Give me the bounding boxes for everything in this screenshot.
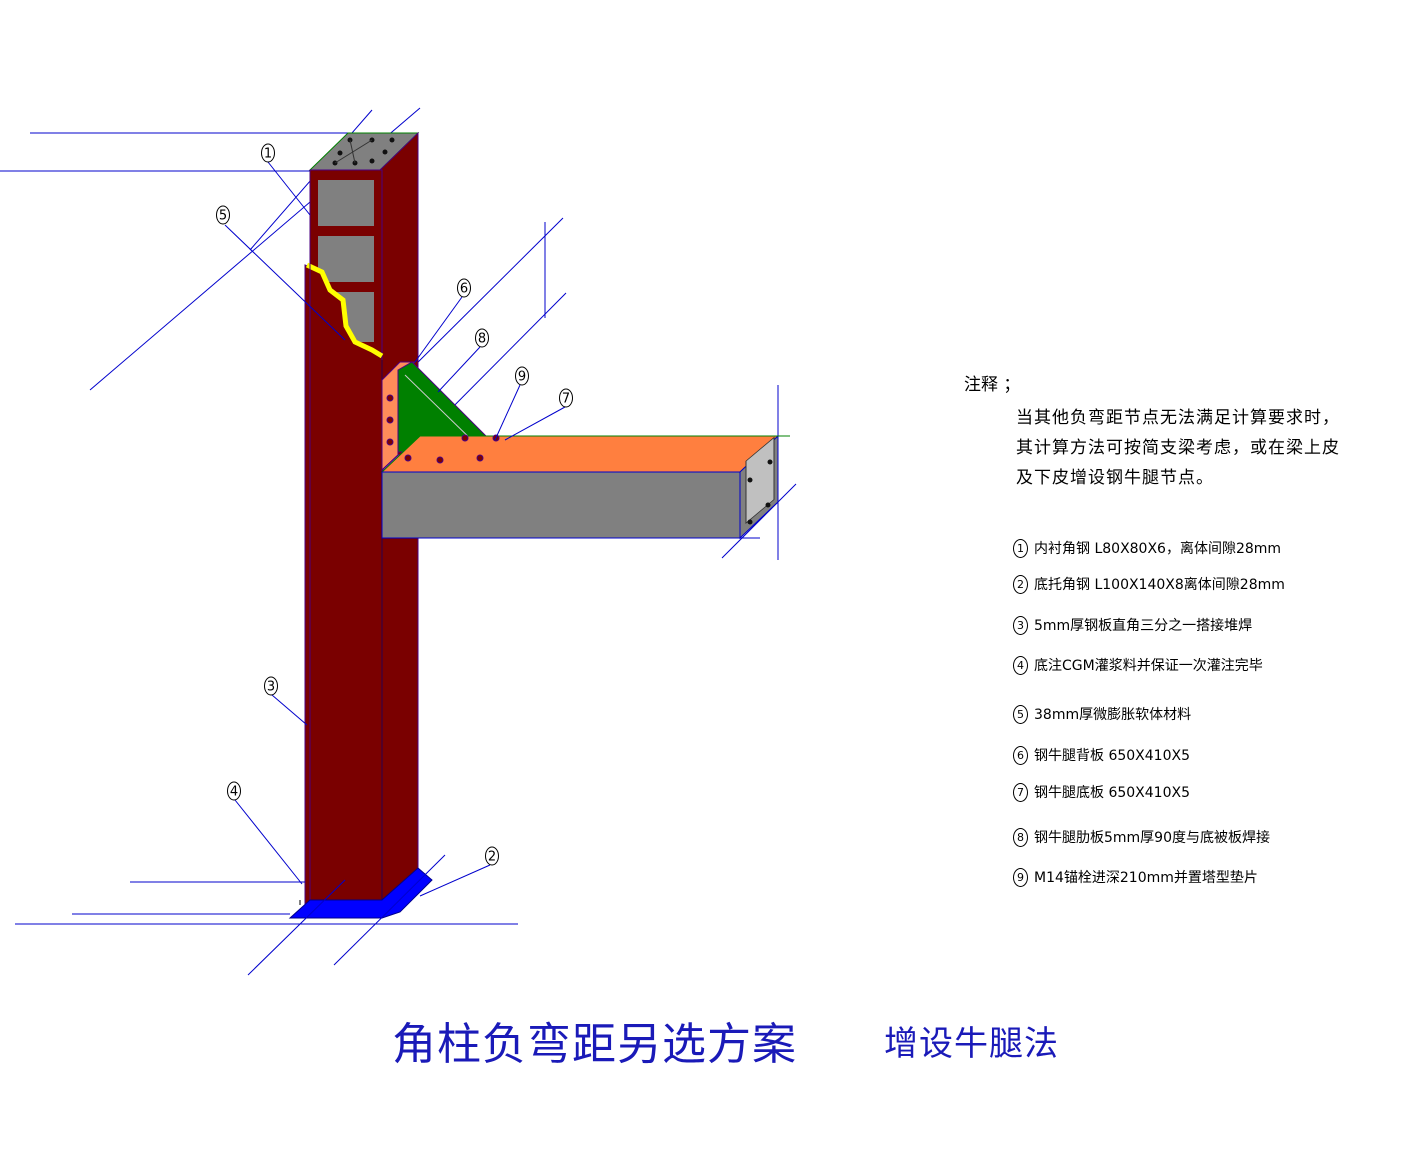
callout-circle <box>264 676 278 696</box>
beam-side-face <box>381 471 741 539</box>
concrete-panel <box>318 180 374 226</box>
base-angle <box>288 867 433 919</box>
corbel-bolts <box>386 394 500 464</box>
legend-text: 内衬角钢 L80X80X6，离体间隙28mm <box>1034 541 1282 557</box>
notes-line: 当其他负弯距节点无法满足计算要求时， <box>1016 408 1340 428</box>
callout-number: 2 <box>488 850 496 865</box>
legend-item: 3 5mm厚钢板直角三分之一搭接堆焊 <box>1013 615 1252 635</box>
legend-text: M14锚栓进深210mm并置塔型垫片 <box>1034 870 1258 886</box>
ref-line <box>399 217 564 381</box>
callout-number: 8 <box>478 332 486 347</box>
callout-number: 9 <box>518 370 526 385</box>
legend-text: 钢牛腿背板 650X410X5 <box>1034 748 1190 764</box>
legend-item: 5 38mm厚微膨胀软体材料 <box>1013 704 1191 724</box>
callout-number: 5 <box>219 209 227 224</box>
legend-item: 1 内衬角钢 L80X80X6，离体间隙28mm <box>1013 538 1281 558</box>
callout-circle <box>227 781 241 801</box>
callout-circle <box>216 205 230 225</box>
callout-markers: 1 5 6 8 9 7 3 4 2 <box>216 143 573 866</box>
legend-item: 2 底托角钢 L100X140X8离体间隙28mm <box>1013 574 1285 594</box>
beam-end-plate <box>745 436 775 524</box>
callout-number: 4 <box>230 785 238 800</box>
callout-number: 6 <box>460 282 468 297</box>
legend-number: 1 <box>1013 538 1028 558</box>
callout-circle <box>261 143 275 163</box>
ref-line <box>333 854 446 966</box>
callout-circle <box>515 366 529 386</box>
callout-number: 3 <box>267 680 275 695</box>
beam-end-bolts <box>747 459 773 525</box>
legend-number: 3 <box>1013 615 1028 635</box>
legend-item: 4 底注CGM灌浆料并保证一次灌注完毕 <box>1013 655 1263 675</box>
steel-plate-wrap <box>304 264 383 906</box>
notes-block: 注释 ； 当其他负弯距节点无法满足计算要求时， 其计算方法可按简支梁考虑，或在梁… <box>964 370 1340 493</box>
legend-item: 8 钢牛腿肋板5mm厚90度与底被板焊接 <box>1013 827 1270 847</box>
legend-number: 5 <box>1013 704 1028 724</box>
concrete-panel <box>318 236 374 282</box>
legend-number: 7 <box>1013 782 1028 802</box>
notes-line: 其计算方法可按简支梁考虑，或在梁上皮 <box>1016 438 1340 458</box>
notes-paragraph: 当其他负弯距节点无法满足计算要求时， 其计算方法可按简支梁考虑，或在梁上皮 及下… <box>1016 403 1340 493</box>
callout-number: 7 <box>562 392 570 407</box>
legend-text: 底注CGM灌浆料并保证一次灌注完毕 <box>1034 658 1263 674</box>
callout-number: 1 <box>264 147 272 162</box>
callout-circle <box>559 388 573 408</box>
legend-text: 底托角钢 L100X140X8离体间隙28mm <box>1034 577 1285 593</box>
legend-number: 2 <box>1013 574 1028 594</box>
callout-circle <box>475 328 489 348</box>
callout-circle <box>485 846 499 866</box>
cap-bolts <box>332 137 395 166</box>
ref-line <box>247 879 346 976</box>
notes-title: 注释 ； <box>964 375 1021 395</box>
drawing-subtitle: 增设牛腿法 <box>884 1024 1059 1064</box>
legend-item: 7 钢牛腿底板 650X410X5 <box>1013 782 1190 802</box>
legend-number: 4 <box>1013 655 1028 675</box>
soft-material-strip <box>305 262 384 359</box>
legend-number: 6 <box>1013 745 1028 765</box>
callout-circle <box>457 278 471 298</box>
beam-top-face <box>380 435 780 473</box>
legend-item: 6 钢牛腿背板 650X410X5 <box>1013 745 1190 765</box>
legend-text: 38mm厚微膨胀软体材料 <box>1034 707 1192 723</box>
drawing-title: 角柱负弯距另选方案 <box>392 1019 797 1070</box>
callout-leaders <box>224 161 566 897</box>
legend-text: 钢牛腿肋板5mm厚90度与底被板焊接 <box>1034 830 1270 846</box>
legend-number: 8 <box>1013 827 1028 847</box>
legend-text: 5mm厚钢板直角三分之一搭接堆焊 <box>1034 618 1253 634</box>
notes-line: 及下皮增设钢牛腿节点。 <box>1016 468 1214 488</box>
legend-text: 钢牛腿底板 650X410X5 <box>1034 785 1190 801</box>
legend-item: 9 M14锚栓进深210mm并置塔型垫片 <box>1013 867 1258 887</box>
legend-number: 9 <box>1013 867 1028 887</box>
